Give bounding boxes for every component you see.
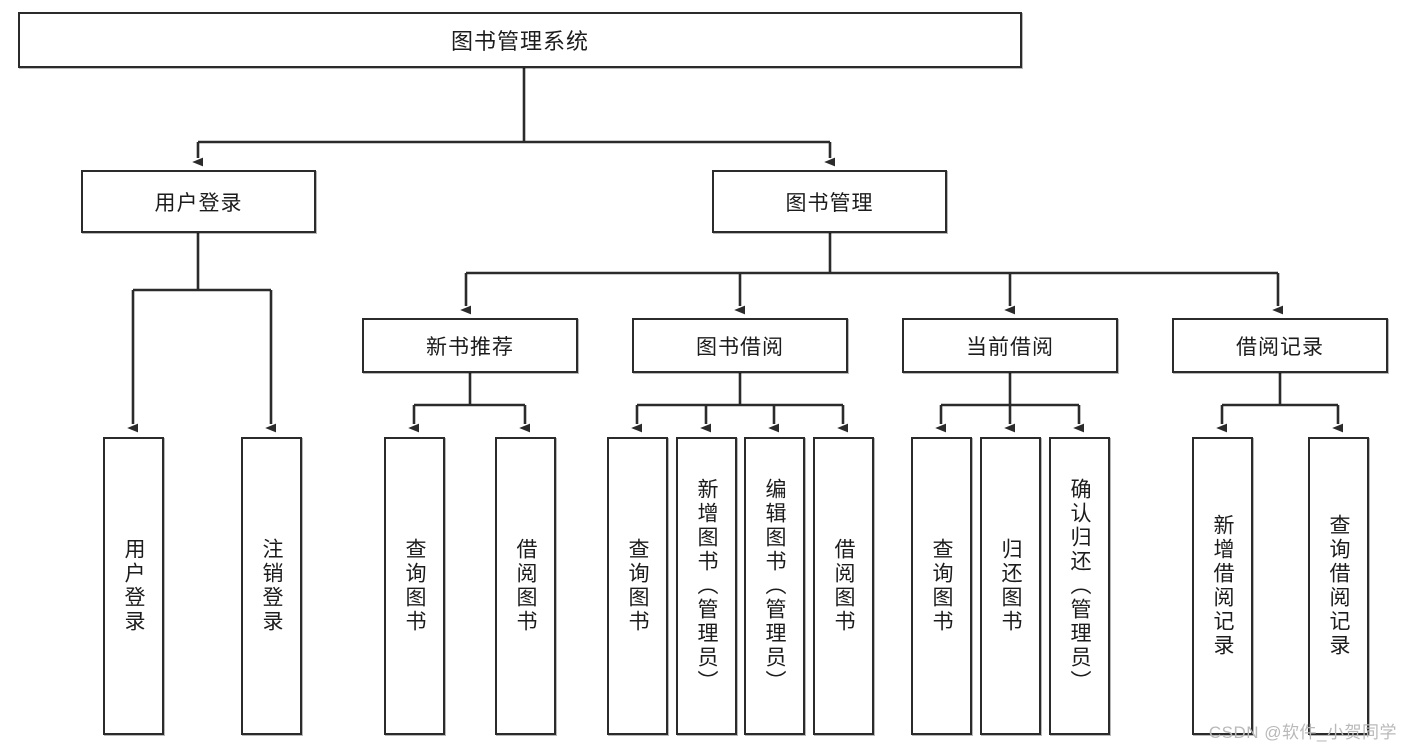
leaf-borrow-add-book-admin[interactable]: 新增图书（管理员） (676, 437, 737, 735)
node-label: 图书管理 (785, 191, 874, 215)
node-label: 图书借阅 (696, 335, 784, 359)
node-borrow-record[interactable]: 借阅记录 (1172, 318, 1388, 373)
leaf-recommend-borrow-book[interactable]: 借阅图书 (495, 437, 556, 735)
leaf-record-query-record[interactable]: 查询借阅记录 (1308, 437, 1369, 735)
node-label: 新增借阅记录 (1211, 514, 1234, 658)
node-label: 编辑图书（管理员） (763, 478, 786, 694)
leaf-user-login-signin[interactable]: 用户登录 (103, 437, 164, 735)
node-label: 查询图书 (626, 538, 649, 634)
leaf-recommend-query-book[interactable]: 查询图书 (384, 437, 445, 735)
node-label: 查询借阅记录 (1327, 514, 1350, 658)
node-label: 归还图书 (999, 538, 1022, 634)
node-new-book-recommend[interactable]: 新书推荐 (362, 318, 578, 373)
node-root-system[interactable]: 图书管理系统 (18, 12, 1022, 68)
watermark: CSDN @软件_小贺同学 (1208, 723, 1397, 742)
leaf-user-login-signout[interactable]: 注销登录 (241, 437, 302, 735)
leaf-borrow-edit-book-admin[interactable]: 编辑图书（管理员） (744, 437, 805, 735)
node-book-borrow[interactable]: 图书借阅 (632, 318, 848, 373)
leaf-current-query-book[interactable]: 查询图书 (911, 437, 972, 735)
node-label: 用户登录 (122, 538, 145, 634)
leaf-borrow-query-book[interactable]: 查询图书 (607, 437, 668, 735)
node-label: 借阅图书 (832, 538, 855, 634)
node-label: 查询图书 (403, 538, 426, 634)
node-label: 查询图书 (930, 538, 953, 634)
leaf-borrow-borrow-book[interactable]: 借阅图书 (813, 437, 874, 735)
leaf-current-confirm-return-admin[interactable]: 确认归还（管理员） (1049, 437, 1110, 735)
node-book-management[interactable]: 图书管理 (712, 170, 947, 233)
leaf-current-return-book[interactable]: 归还图书 (980, 437, 1041, 735)
node-current-borrow[interactable]: 当前借阅 (902, 318, 1118, 373)
node-label: 图书管理系统 (450, 29, 589, 54)
node-label: 新书推荐 (426, 335, 514, 359)
node-label: 确认归还（管理员） (1068, 478, 1091, 694)
node-label: 当前借阅 (966, 335, 1054, 359)
node-label: 借阅图书 (514, 538, 537, 634)
node-label: 新增图书（管理员） (695, 478, 718, 694)
node-label: 借阅记录 (1236, 335, 1324, 359)
node-label: 用户登录 (154, 191, 243, 215)
node-label: 注销登录 (260, 538, 283, 634)
node-user-login[interactable]: 用户登录 (81, 170, 316, 233)
leaf-record-add-record[interactable]: 新增借阅记录 (1192, 437, 1253, 735)
